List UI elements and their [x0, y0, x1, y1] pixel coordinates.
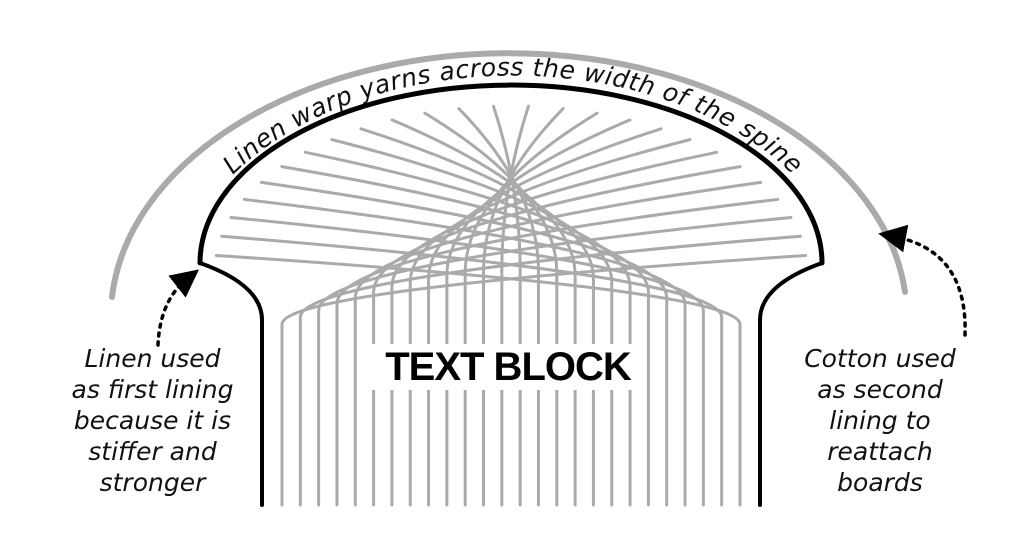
note-line: stiffer and: [88, 437, 217, 466]
yarn-line: [214, 253, 742, 507]
yarn-line: [372, 165, 742, 507]
inner-linen-lining: [197, 82, 825, 266]
note-line: boards: [837, 468, 923, 497]
cotton-note: Cotton used as second lining to reattach…: [780, 343, 980, 498]
note-line: lining to: [829, 406, 931, 435]
note-line: stronger: [99, 468, 206, 497]
note-line: as first lining: [71, 375, 234, 404]
yarn-line: [280, 165, 650, 507]
right-board-edge: [758, 261, 824, 507]
yarn-line: [317, 215, 793, 507]
outer-cotton-lining: [109, 50, 908, 300]
note-line: because it is: [73, 406, 232, 435]
text-block-yarns: [214, 104, 808, 507]
left-board-edge: [198, 261, 264, 507]
note-line: reattach: [827, 437, 933, 466]
yarn-line: [427, 127, 663, 507]
yarn-line: [390, 150, 719, 507]
note-line: as second: [817, 375, 943, 404]
yarn-line: [445, 118, 632, 507]
text-block-label: TEXT BLOCK: [370, 344, 646, 390]
yarn-line: [463, 111, 599, 507]
linen-note: Linen used as first lining because it is…: [50, 343, 255, 498]
yarn-line: [359, 127, 595, 507]
yarn-line: [335, 197, 780, 507]
yarn-line: [259, 180, 669, 507]
left-dotted-arrow: [156, 269, 200, 347]
yarn-line: [303, 150, 632, 507]
note-line: Linen used: [84, 344, 221, 373]
right-dotted-arrow: [878, 224, 967, 337]
yarn-line: [280, 253, 808, 507]
yarn-line: [298, 234, 802, 507]
note-line: Cotton used: [804, 344, 956, 373]
yarn-line: [492, 104, 522, 507]
